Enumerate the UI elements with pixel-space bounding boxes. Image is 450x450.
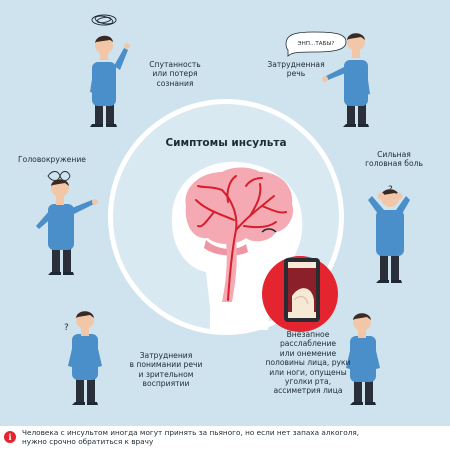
infographic-poster: ? ? xyxy=(0,0,450,426)
figure-weakness xyxy=(346,313,380,405)
label-dizziness: Головокружение xyxy=(18,155,86,164)
footer-note-bar xyxy=(0,426,450,450)
info-icon: i xyxy=(4,431,16,443)
figure-speech xyxy=(285,31,370,127)
figure-headache: ? xyxy=(368,185,410,283)
illustration: ? ? xyxy=(36,14,410,405)
figure-dizziness xyxy=(36,171,98,275)
figure-confusion xyxy=(90,14,130,127)
footer-note: Человека с инсультом иногда могут принят… xyxy=(22,428,360,446)
brain-icon xyxy=(185,167,294,302)
speech-bubble-text: ЭНП...ТАБЫ? xyxy=(298,41,335,47)
speech-bubble-icon xyxy=(285,31,347,57)
blood-vessel-zoom-icon xyxy=(262,256,338,332)
page-title: Симптомы инсульта xyxy=(165,137,287,149)
figure-understanding: ? xyxy=(64,311,102,405)
svg-text:?: ? xyxy=(64,323,69,333)
